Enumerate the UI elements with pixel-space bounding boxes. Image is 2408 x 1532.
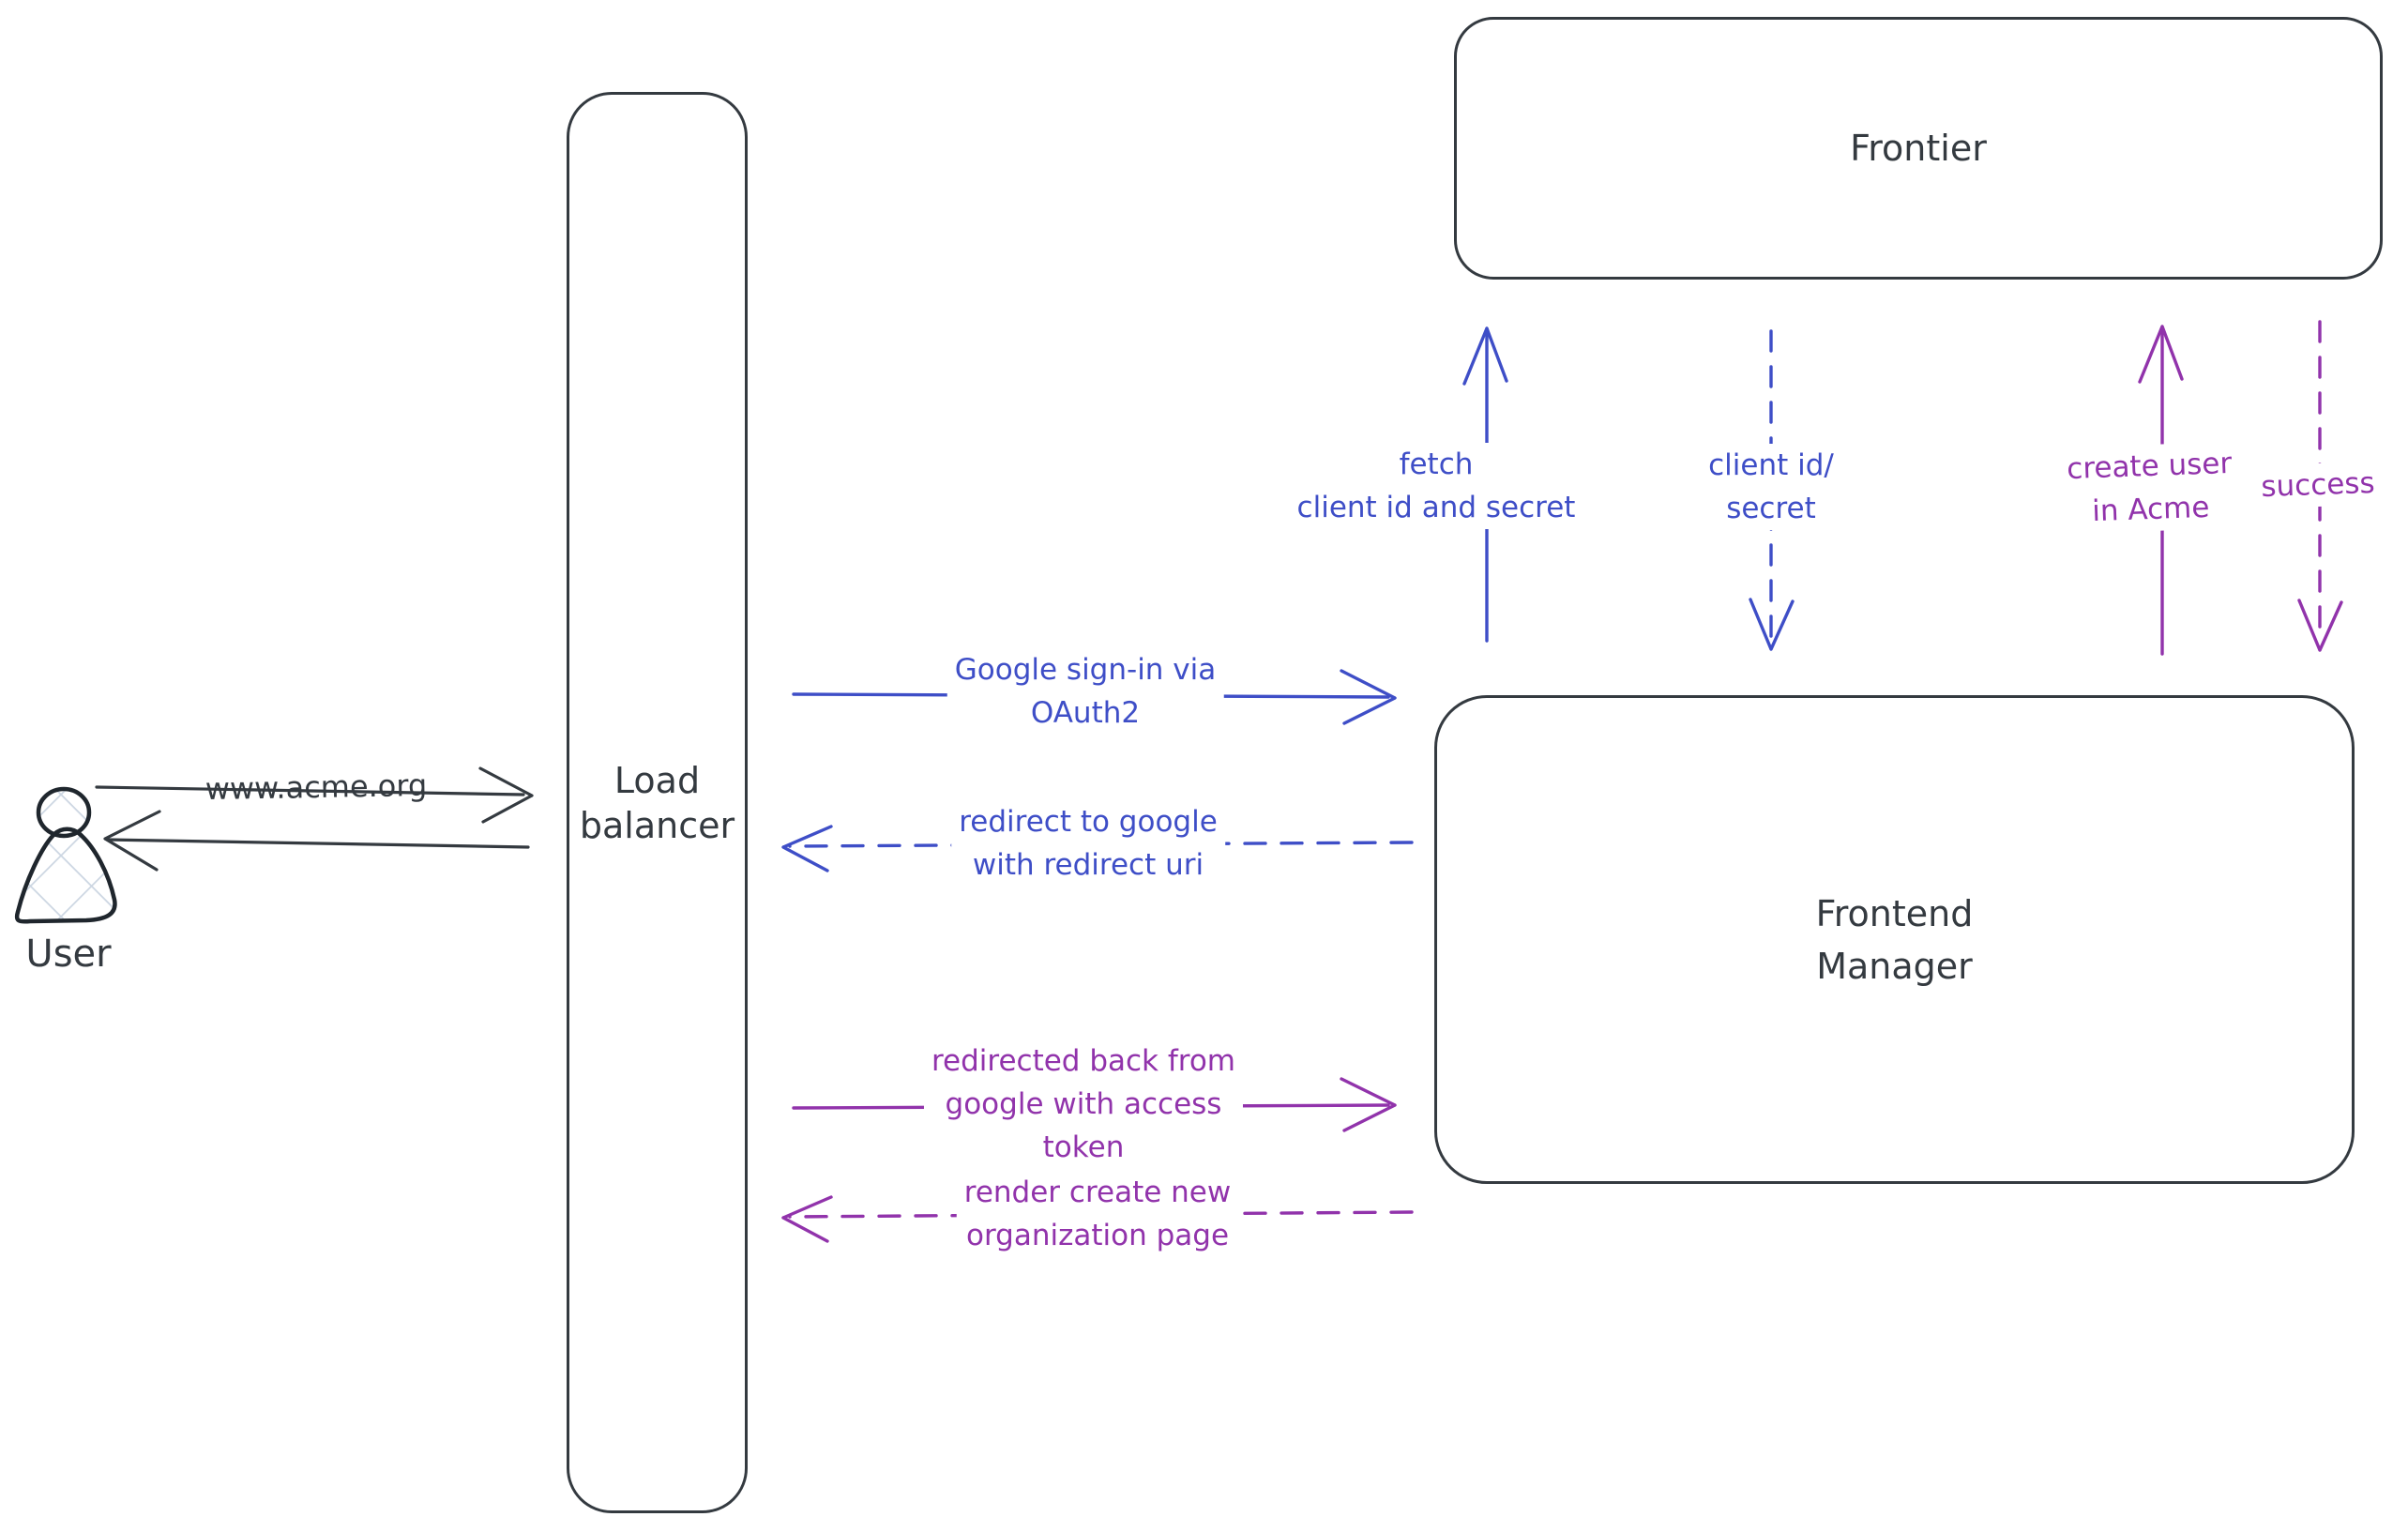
label-redirected-back: redirected back from google with access … <box>923 1039 1244 1169</box>
label-acme-url: www.acme.org <box>204 766 428 808</box>
label-fetch-client: fetch client id and secret <box>1289 443 1583 529</box>
arrow-acme-response[interactable] <box>103 810 530 872</box>
frontend-manager-label: Frontend Manager <box>1815 892 1974 987</box>
node-frontier[interactable]: Frontier <box>1454 17 2383 280</box>
node-load-balancer[interactable]: Load balancer <box>567 92 748 1513</box>
user-label: User <box>25 933 112 976</box>
label-client-id-secret: client id/ secret <box>1701 444 1841 530</box>
arrow-acme-url[interactable] <box>95 766 534 824</box>
label-render-org: render create new organization page <box>956 1171 1239 1257</box>
load-balancer-label: Load balancer <box>579 759 735 846</box>
frontier-label: Frontier <box>1850 128 1987 169</box>
user-icon[interactable] <box>14 786 117 924</box>
label-create-user: create user in Acme <box>2058 441 2242 535</box>
label-google-signin: Google sign-in via OAuth2 <box>947 648 1224 735</box>
label-redirect-google: redirect to google with redirect uri <box>951 800 1225 887</box>
label-success: success <box>2252 461 2384 509</box>
node-frontend-manager[interactable]: Frontend Manager <box>1434 695 2355 1184</box>
